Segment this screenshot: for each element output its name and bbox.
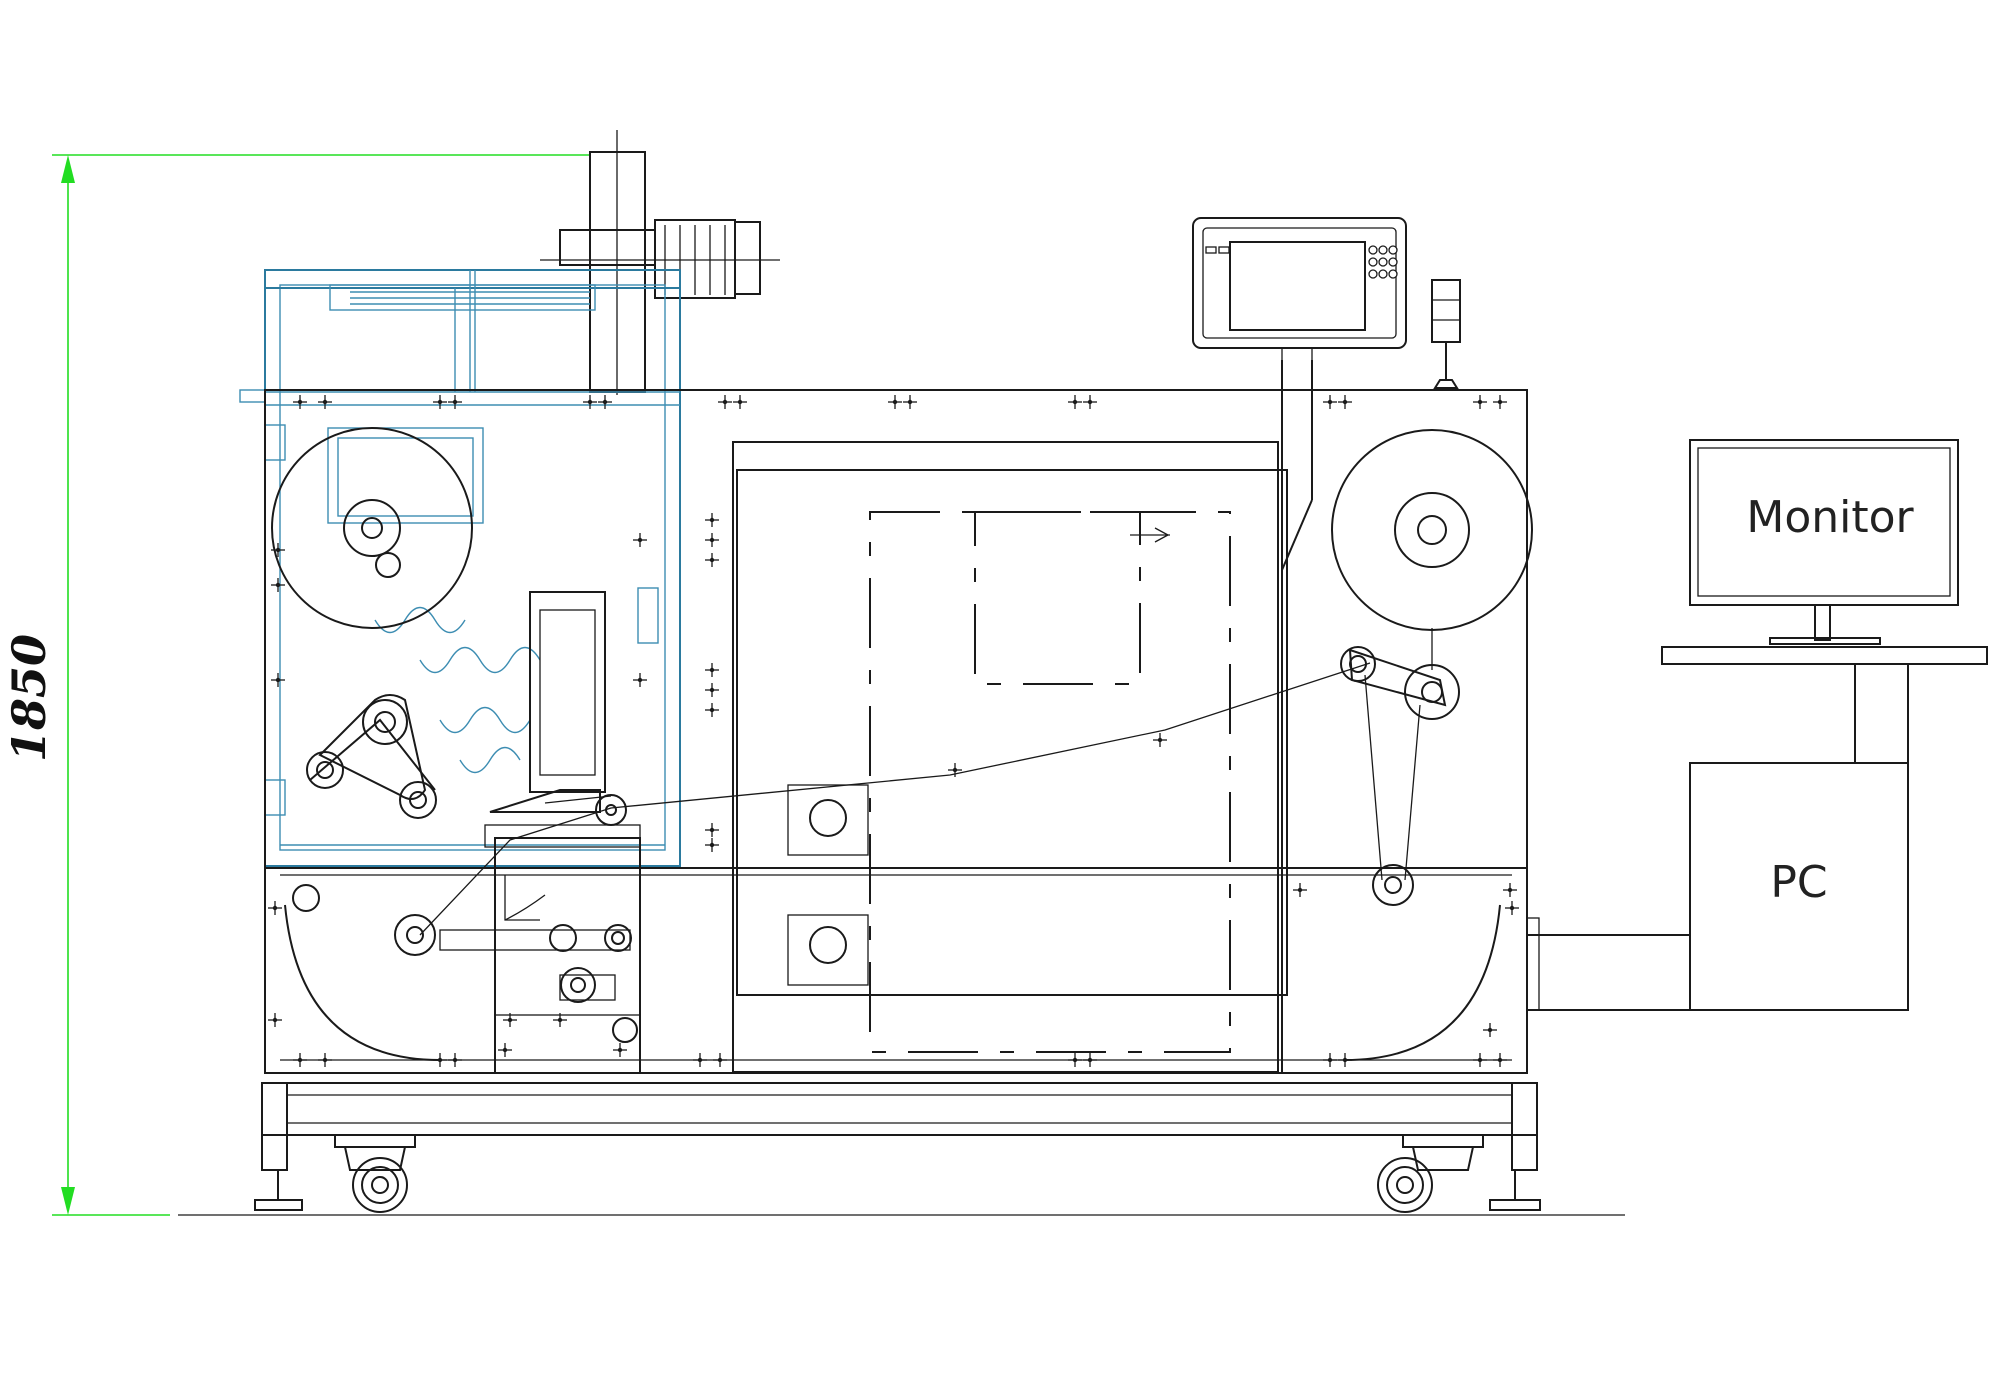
fastener-mark [1473,1053,1487,1067]
fastener-mark [1493,1053,1507,1067]
drive-motor [540,130,780,395]
fastener-mark [705,683,719,697]
fastener-mark [1083,395,1097,409]
fastener-mark [1483,1023,1497,1037]
fastener-mark [433,1053,447,1067]
fastener-mark [733,395,747,409]
fastener-mark [705,838,719,852]
base-and-casters [254,1082,1541,1213]
safety-guard [239,269,681,867]
fastener-mark [705,553,719,567]
fastener-mark [583,395,597,409]
fastener-mark [1338,1053,1352,1067]
fastener-mark [1493,395,1507,409]
signal-tower [1431,279,1461,389]
height-dimension-value: 1850 [2,634,56,762]
fastener-mark [1068,1053,1082,1067]
height-dimension: 1850 [2,154,590,1216]
fastener-mark [293,395,307,409]
fastener-mark [268,1013,282,1027]
fastener-mark [1068,395,1082,409]
fastener-mark [1505,901,1519,915]
fastener-mark [271,543,285,557]
fastener-mark [1503,883,1517,897]
fastener-mark [598,395,612,409]
fastener-mark [948,763,962,777]
fastener-mark [268,901,282,915]
fastener-mark [271,673,285,687]
rollers [271,427,1533,1043]
fastener-mark [1338,395,1352,409]
fastener-mark [705,663,719,677]
fastener-mark [713,1053,727,1067]
fastener-mark [293,1053,307,1067]
fastener-mark [705,513,719,527]
fastener-mark [318,1053,332,1067]
fastener-mark [613,1043,627,1057]
fastener-mark [318,395,332,409]
fastener-mark [903,395,917,409]
fastener-mark [448,1053,462,1067]
fastener-mark [633,673,647,687]
monitor-label: Monitor [1746,492,1914,543]
pc-station: PC [1526,646,1988,1011]
fastener-mark [705,823,719,837]
fastener-mark [1153,733,1167,747]
fastener-mark [553,1013,567,1027]
fastener-markers [268,395,1519,1067]
fastener-mark [448,395,462,409]
fastener-mark [718,395,732,409]
fastener-mark [1293,883,1307,897]
fastener-mark [888,395,902,409]
fastener-mark [705,703,719,717]
fastener-mark [498,1043,512,1057]
fastener-mark [433,395,447,409]
pc-label: PC [1770,857,1827,908]
fastener-mark [1323,395,1337,409]
fastener-mark [705,533,719,547]
fastener-mark [633,533,647,547]
monitor: Monitor [1689,439,1959,645]
fastener-mark [1323,1053,1337,1067]
fastener-mark [271,578,285,592]
fastener-mark [503,1013,517,1027]
fastener-mark [1473,395,1487,409]
hmi-touch-panel [1192,217,1407,360]
fastener-mark [693,1053,707,1067]
machine-frame [264,360,1528,1074]
fastener-mark [1083,1053,1097,1067]
